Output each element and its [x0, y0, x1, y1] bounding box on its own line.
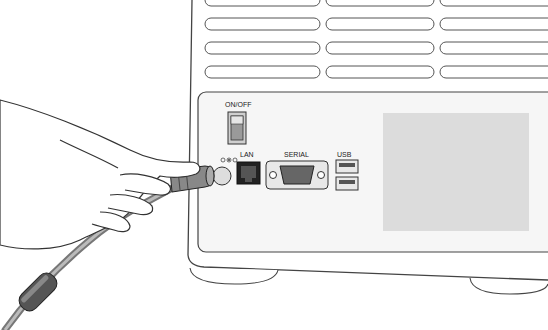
ferrite-bead — [15, 269, 60, 314]
connector-panel — [198, 92, 548, 252]
port-label: LAN — [240, 151, 254, 158]
hand — [0, 100, 200, 249]
foot — [190, 268, 278, 284]
vent-slats — [205, 0, 548, 78]
port-label: USB — [337, 151, 351, 158]
port-label: SERIAL — [284, 151, 309, 158]
port-label: ON/OFF — [225, 101, 251, 108]
polarity-symbol — [221, 158, 237, 162]
foot — [470, 278, 548, 294]
power-jack — [213, 167, 231, 185]
label-plate — [383, 113, 529, 231]
usb-ports — [336, 160, 358, 190]
lan-port — [237, 162, 260, 184]
serial-port — [266, 161, 328, 189]
power-switch — [228, 112, 246, 144]
